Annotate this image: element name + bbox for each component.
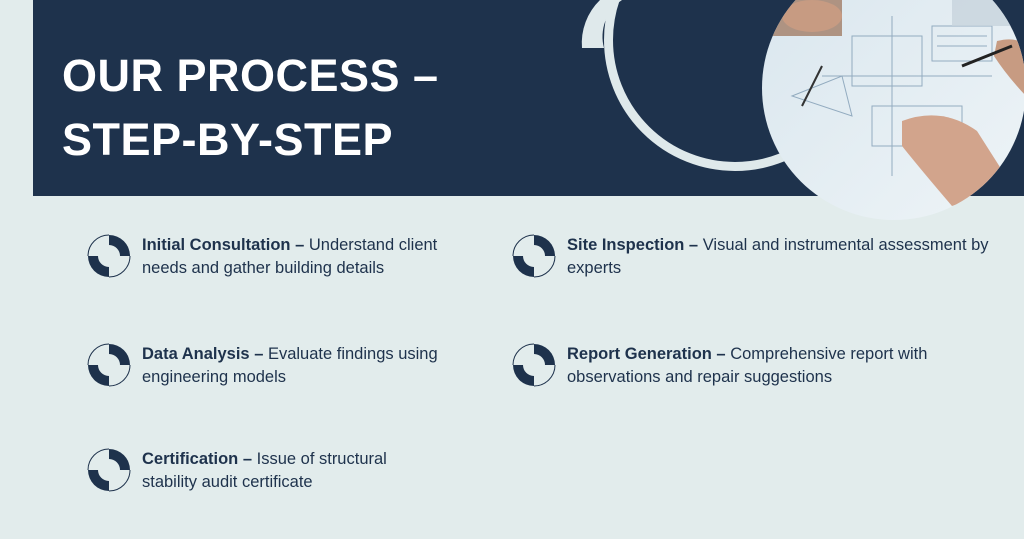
page-title: OUR PROCESS – STEP-BY-STEP bbox=[62, 44, 439, 172]
step-ring-icon bbox=[512, 343, 556, 387]
step-text: Initial Consultation – Understand client… bbox=[142, 234, 446, 280]
step-certification: Certification – Issue of structural stab… bbox=[86, 448, 446, 494]
step-title: Certification – bbox=[142, 450, 253, 468]
architect-blueprint-photo bbox=[762, 0, 1024, 220]
step-description: Visual and instrumental assessment by ex… bbox=[567, 236, 989, 277]
step-description: Evaluate findings using engineering mode… bbox=[142, 345, 438, 386]
step-description: Issue of structural stability audit cert… bbox=[142, 450, 387, 491]
step-ring-icon bbox=[87, 343, 131, 387]
blueprint-illustration-icon bbox=[762, 0, 1024, 220]
step-report-generation: Report Generation – Comprehensive report… bbox=[511, 343, 971, 389]
step-text: Site Inspection – Visual and instrumenta… bbox=[567, 234, 991, 280]
step-title: Data Analysis – bbox=[142, 345, 264, 363]
step-text: Data Analysis – Evaluate findings using … bbox=[142, 343, 446, 389]
step-ring-icon bbox=[512, 234, 556, 278]
step-text: Report Generation – Comprehensive report… bbox=[567, 343, 971, 389]
step-title: Report Generation – bbox=[567, 345, 726, 363]
step-ring-icon bbox=[87, 448, 131, 492]
step-ring-icon bbox=[87, 234, 131, 278]
page-title-line-2: STEP-BY-STEP bbox=[62, 114, 394, 165]
step-title: Initial Consultation – bbox=[142, 236, 305, 254]
decorative-arc-icon bbox=[581, 0, 622, 48]
step-description: Comprehensive report with observations a… bbox=[567, 345, 928, 386]
step-description: Understand client needs and gather build… bbox=[142, 236, 438, 277]
step-initial-consultation: Initial Consultation – Understand client… bbox=[86, 234, 446, 280]
step-text: Certification – Issue of structural stab… bbox=[142, 448, 446, 494]
step-site-inspection: Site Inspection – Visual and instrumenta… bbox=[511, 234, 991, 280]
page-title-line-1: OUR PROCESS – bbox=[62, 50, 439, 101]
step-title: Site Inspection – bbox=[567, 236, 699, 254]
step-data-analysis: Data Analysis – Evaluate findings using … bbox=[86, 343, 446, 389]
